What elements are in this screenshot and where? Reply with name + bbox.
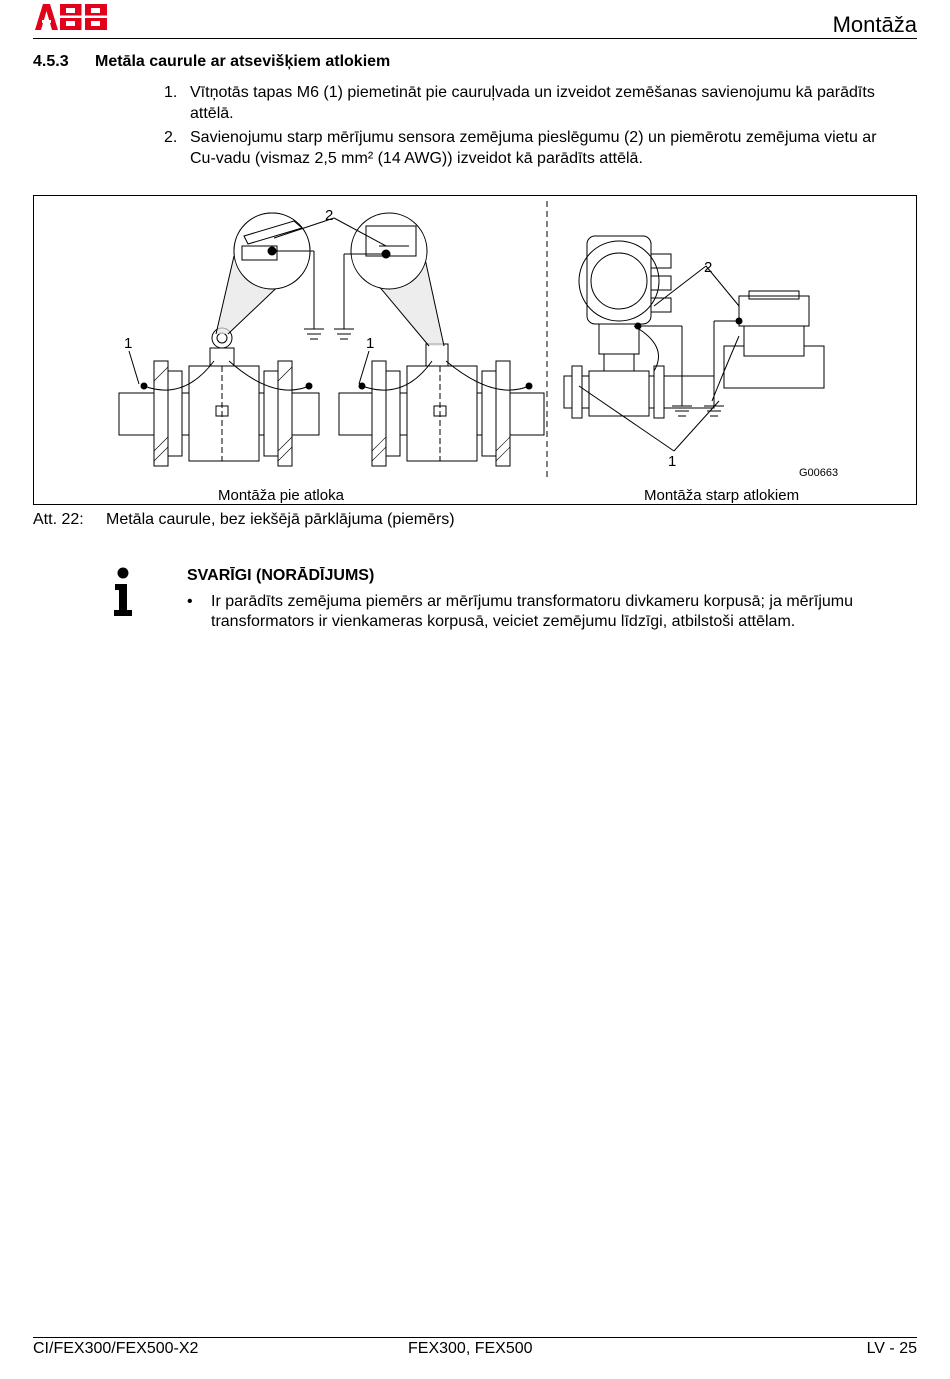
figure-frame: 2 1 1 2 1 G00663 Montāža pie atloka Mont…: [33, 195, 917, 505]
figure-caption: Att. 22: Metāla caurule, bez iekšējā pārk…: [33, 511, 455, 529]
section-number: 4.5.3: [33, 53, 69, 70]
caption-flange-mount: Montāža pie atloka: [218, 487, 345, 504]
footer-product: FEX300, FEX500: [408, 1340, 533, 1357]
note-title: SVARĪGI (NORĀDĪJUMS): [187, 567, 375, 584]
section-title: Metāla caurule ar atsevišķiem atlokiem: [95, 53, 391, 70]
footer-doc-id: CI/FEX300/FEX500-X2: [33, 1340, 199, 1357]
step-number: 2.: [164, 129, 178, 146]
note-text: Ir parādīts zemējuma piemērs ar mērījumu…: [211, 593, 853, 630]
step-2: 2. Savienojumu starp mērījumu sensora ze…: [164, 127, 904, 169]
figure-caption-text: Metāla caurule, bez iekšējā pārklājuma (…: [106, 511, 455, 528]
callout-1-b: 1: [366, 335, 374, 352]
info-icon: [114, 567, 132, 616]
figure-code: G00663: [799, 467, 838, 479]
step-text: Vītņotās tapas M6 (1) piemetināt pie cau…: [190, 84, 875, 122]
abb-logo: [35, 4, 107, 30]
note-bullet-item: • Ir parādīts zemējuma piemērs ar mērīju…: [187, 592, 917, 632]
step-number: 1.: [164, 84, 178, 101]
caption-between-flanges: Montāža starp atlokiem: [644, 487, 799, 504]
section-heading: 4.5.3 Metāla caurule ar atsevišķiem atlok…: [33, 53, 390, 71]
footer-divider: [33, 1337, 917, 1338]
footer-page: LV - 25: [866, 1340, 917, 1357]
grounding-diagram: 2 1 1 2 1 G00663 Montāža pie atloka Mont…: [118, 201, 838, 504]
callout-2-left: 2: [325, 207, 333, 224]
bullet-mark: •: [187, 593, 193, 610]
callout-1-a: 1: [124, 335, 132, 352]
step-1: 1. Vītņotās tapas M6 (1) piemetināt pie …: [164, 82, 904, 124]
header-title: Montāža: [832, 12, 917, 37]
callout-2-right: 2: [704, 259, 712, 276]
step-text: Savienojumu starp mērījumu sensora zemēj…: [190, 129, 877, 167]
figure-number: Att. 22:: [33, 511, 84, 528]
header-divider: [33, 38, 917, 39]
callout-1-right: 1: [668, 453, 676, 470]
